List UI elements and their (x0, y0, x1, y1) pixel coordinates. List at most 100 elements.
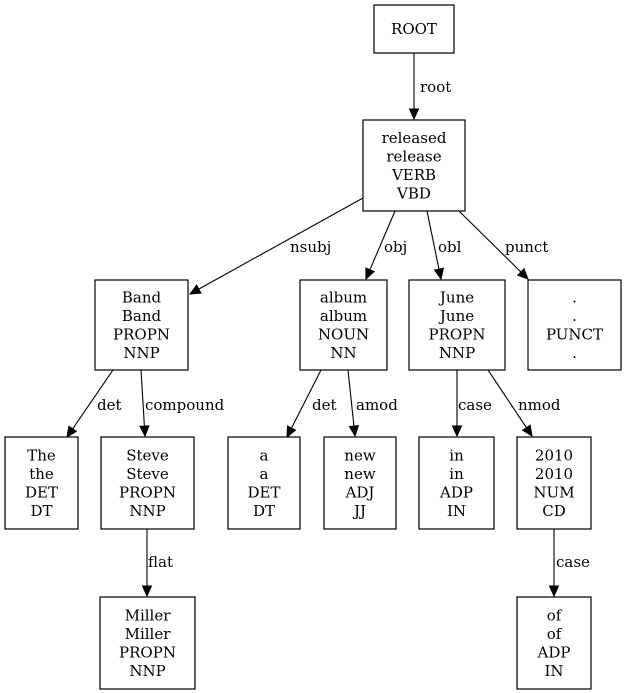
edge-line (198, 197, 364, 290)
node-label-line: IN (447, 502, 466, 520)
arrowhead-icon (516, 267, 529, 280)
node-box (4, 436, 79, 530)
node-box (527, 279, 622, 371)
node-box (100, 436, 195, 530)
node-label-line: Miller (125, 625, 172, 643)
edge-label: obj (384, 238, 407, 256)
node-label-line: a (260, 465, 269, 483)
edge-obj: obj (365, 210, 407, 281)
node-label-line: JJ (352, 502, 366, 520)
edge-label: nmod (518, 396, 561, 414)
node-label-line: VBD (396, 184, 431, 202)
node-box (516, 436, 592, 530)
node-label-line: 2010 (535, 465, 573, 483)
node-label-line: Miller (125, 606, 172, 624)
node-label-line: PROPN (113, 325, 170, 343)
arrowhead-icon (286, 425, 297, 439)
node-box (362, 119, 466, 212)
node-label-line: PROPN (119, 483, 176, 501)
edge-label: case (458, 396, 492, 414)
edge-det: det (66, 369, 122, 439)
node-label-line: The (27, 446, 56, 464)
edge-label: obl (438, 238, 462, 256)
arrowhead-icon (548, 585, 560, 598)
node-label-line: 2010 (535, 446, 573, 464)
node-label-line: Steve (126, 446, 169, 464)
node-label-line: release (386, 147, 441, 165)
node-label-line: released (382, 129, 447, 147)
edge-nmod: nmod (487, 369, 561, 438)
node-box (299, 279, 388, 371)
node-label-line: a (260, 446, 269, 464)
node-label-line: of (547, 625, 563, 643)
node-label-line: ADP (537, 643, 571, 661)
node-label-line: CD (542, 502, 566, 520)
node-label-line: DT (253, 502, 275, 520)
node-label-line: ROOT (391, 20, 437, 38)
node-label-line: in (449, 465, 464, 483)
edge-line (369, 210, 396, 271)
node-box (418, 436, 495, 530)
arrowhead-icon (348, 425, 360, 438)
arrowhead-icon (141, 585, 153, 598)
edge-label: nsubj (290, 238, 331, 256)
edge-line (140, 369, 145, 427)
node-box (323, 436, 397, 530)
node-label-line: new (344, 465, 376, 483)
node-label-line: DET (25, 483, 58, 501)
node-label-line: IN (544, 662, 563, 680)
arrowhead-icon (139, 425, 150, 438)
edge-line (426, 210, 440, 270)
node-box (94, 279, 189, 371)
edge-label: case (556, 553, 590, 571)
node-label-line: ADJ (345, 483, 375, 501)
edge-obl: obl (426, 210, 462, 281)
node-label-line: of (547, 606, 563, 624)
edge-label: compound (145, 396, 225, 414)
node-box (99, 596, 196, 690)
edge-det: det (286, 369, 337, 439)
arrowhead-icon (521, 424, 533, 438)
edge-label: det (97, 396, 122, 414)
edge-line (291, 369, 322, 429)
edge-line (347, 369, 355, 427)
edge-label: root (420, 78, 451, 96)
node-label-line: . (572, 307, 577, 325)
edge-root: root (408, 53, 451, 121)
node-label-line: Band (122, 307, 162, 325)
node-box (373, 4, 455, 54)
node-label-line: PROPN (119, 643, 176, 661)
node-box (516, 596, 592, 690)
arrowhead-icon (188, 284, 202, 295)
node-label-line: NNP (123, 344, 159, 362)
node-label-line: NOUN (318, 325, 369, 343)
node-period: ..PUNCT. (527, 279, 622, 371)
node-label-line: the (29, 465, 54, 483)
edge-label: flat (148, 553, 173, 571)
arrowhead-icon (365, 267, 375, 281)
arrowhead-icon (433, 267, 445, 281)
node-label-line: . (572, 288, 577, 306)
node-label-line: NN (330, 344, 356, 362)
edge-label: punct (505, 238, 548, 256)
node-label-line: . (572, 344, 577, 362)
edge-case: case (451, 370, 492, 438)
node-label-line: June (438, 288, 474, 306)
node-label-line: DET (248, 483, 281, 501)
node-box (408, 279, 506, 371)
node-label-line: ADP (439, 483, 473, 501)
nodes-layer: ROOTreleasedreleaseVERBVBDBandBandPROPNN… (4, 4, 622, 690)
node-label-line: in (449, 446, 464, 464)
edge-line (72, 369, 114, 430)
